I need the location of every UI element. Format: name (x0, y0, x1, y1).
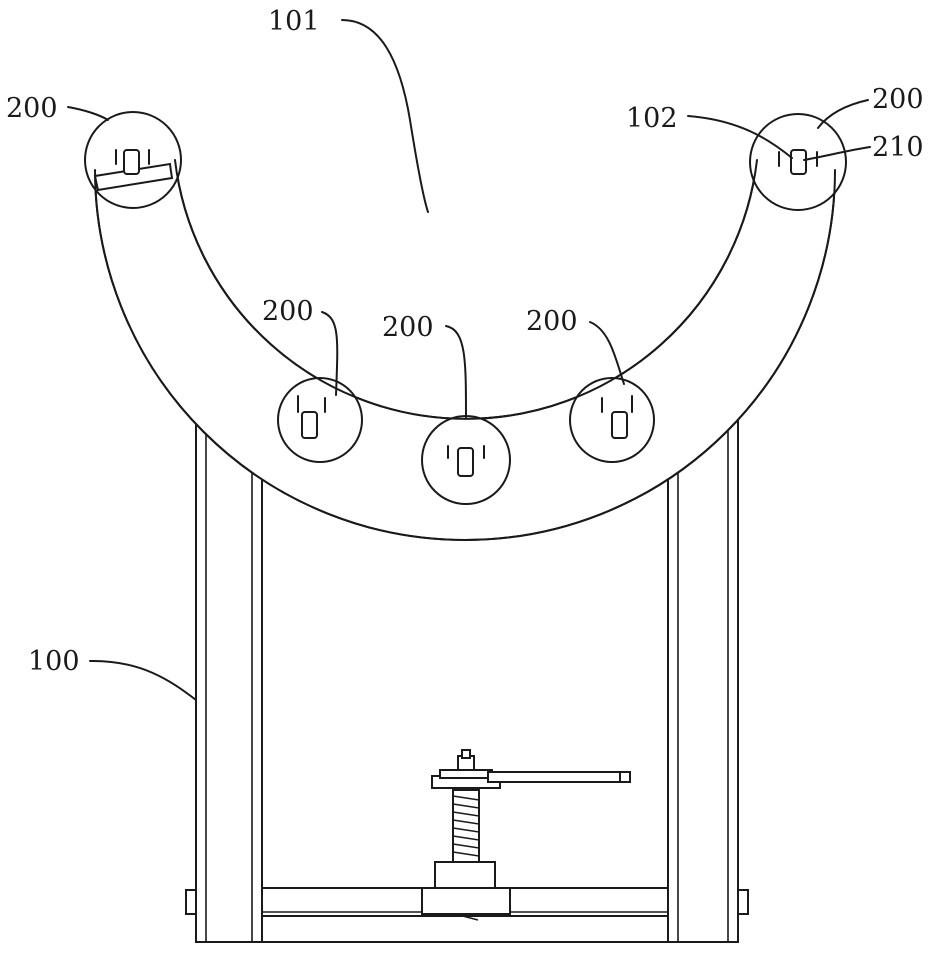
leader-200-top-left (67, 106, 109, 121)
leader-100 (89, 659, 197, 701)
cradle-outer-arc (94, 169, 836, 541)
rollers (84, 111, 847, 505)
roller-bottom-right (569, 377, 655, 463)
frame-bottom-plate (261, 915, 669, 943)
screw-jack (421, 749, 631, 921)
label-200-top-right: 200 (872, 84, 924, 115)
leader-210 (803, 146, 871, 161)
roller-bottom-left (277, 377, 363, 463)
label-100: 100 (28, 646, 80, 677)
leader-102 (687, 115, 793, 159)
frame-left-pin (185, 889, 197, 915)
reference-labels: 101 200 102 200 210 200 200 200 100 (6, 6, 924, 677)
label-200-bottom-right: 200 (526, 306, 578, 337)
label-101: 101 (268, 6, 320, 37)
label-102: 102 (626, 103, 678, 134)
frame-right-pin (737, 889, 749, 915)
roller-top-right (749, 113, 847, 211)
roller-bottom-center (421, 415, 511, 505)
label-200-top-left: 200 (6, 93, 58, 124)
label-210: 210 (872, 132, 924, 163)
leader-200-bottom-right (589, 321, 625, 385)
leader-101 (341, 19, 429, 213)
leader-200-bottom-left (321, 311, 339, 396)
leader-lines (67, 19, 871, 701)
label-200-bottom-left: 200 (262, 296, 314, 327)
leader-200-top-right (817, 99, 869, 129)
roller-top-left (84, 111, 182, 209)
label-200-bottom-center: 200 (382, 312, 434, 343)
leader-200-bottom-center (445, 325, 467, 419)
